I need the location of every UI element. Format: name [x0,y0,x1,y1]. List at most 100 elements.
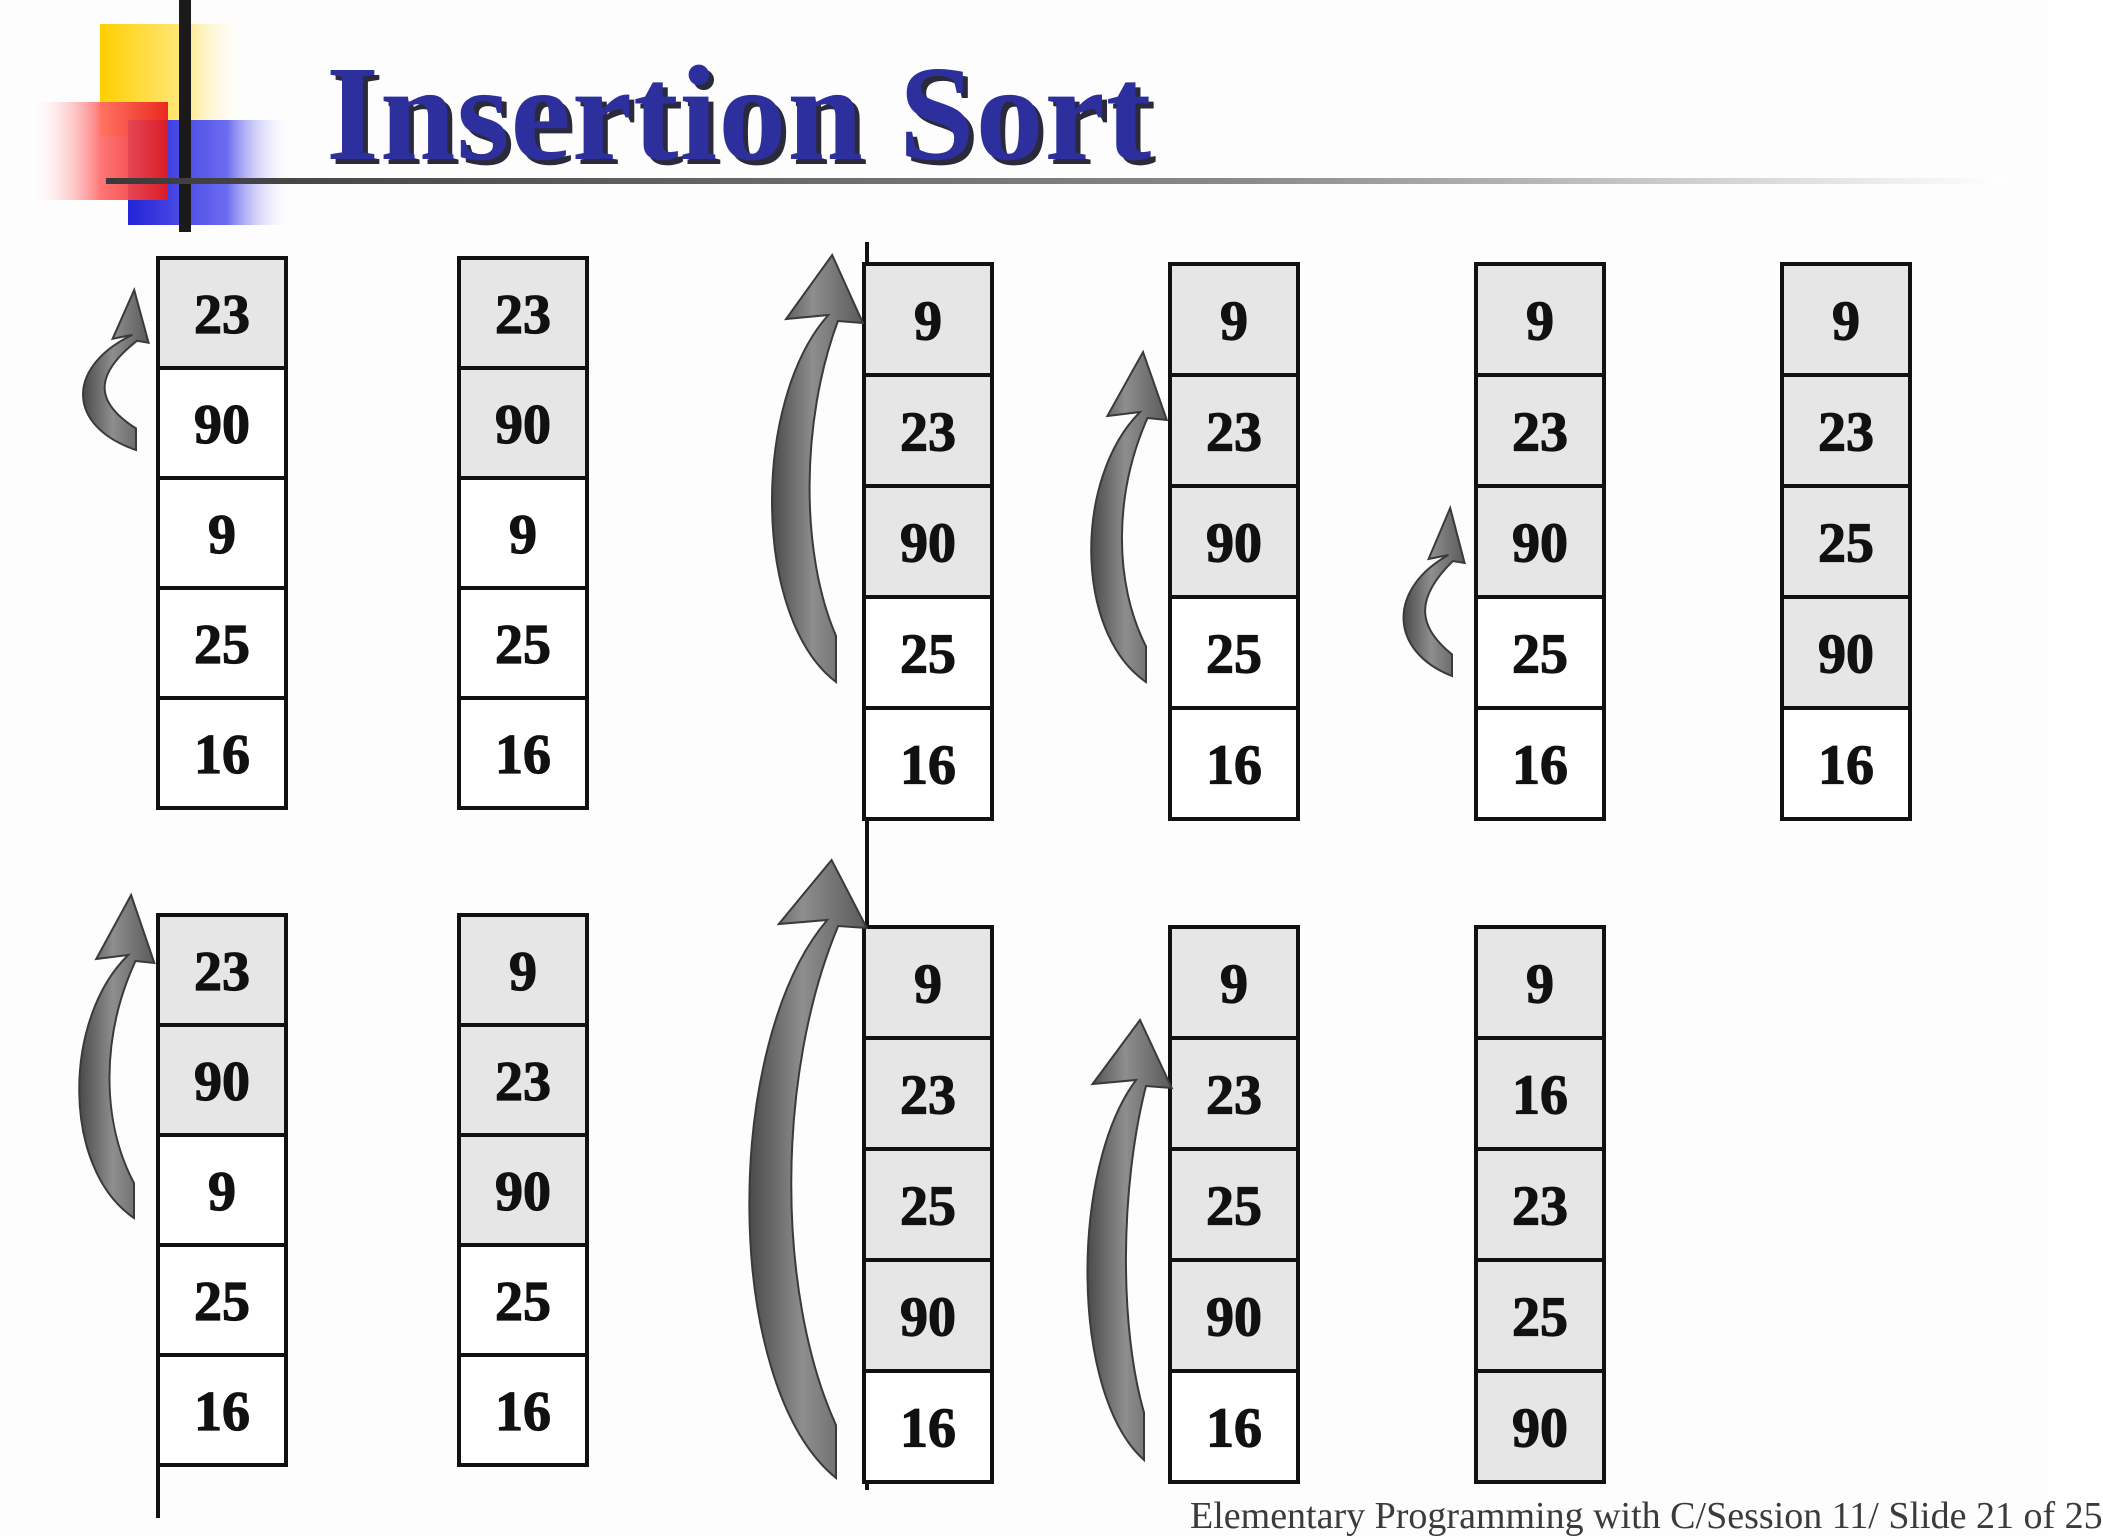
array-cell [457,366,589,480]
array-cell-value: 90 [495,394,551,456]
array-cell-value: 25 [1206,1176,1262,1238]
array-cell [1474,1036,1606,1151]
array-cell-value: 23 [194,284,250,346]
array-cell-value: 9 [1220,954,1248,1016]
array-cell-value: 16 [1512,1065,1568,1127]
curved-up-arrow-icon [748,858,869,1481]
array-cell-value: 9 [1526,954,1554,1016]
array-cell-value: 23 [1512,1176,1568,1238]
array-cell [1780,484,1912,599]
sort-column-r1c2: 23 90 9 25 16 [457,256,589,810]
array-cell [1780,706,1912,821]
array-cell-value: 9 [509,504,537,566]
array-cell [1168,1258,1300,1373]
array-cell-value: 16 [1818,735,1874,797]
array-cell-value: 9 [1832,291,1860,353]
array-cell-value: 25 [194,1271,250,1333]
array-cell-value: 25 [1206,624,1262,686]
array-cell-value: 9 [914,954,942,1016]
array-cell [862,595,994,710]
array-cell [1474,1147,1606,1262]
array-cell [1168,595,1300,710]
curved-up-arrow-icon [1086,1018,1174,1463]
array-cell-value: 16 [900,735,956,797]
array-cell-value: 9 [208,504,236,566]
array-cell-value: 23 [1818,402,1874,464]
curved-up-arrow-icon [78,892,156,1220]
array-cell-value: 90 [900,1287,956,1349]
array-cell [1168,706,1300,821]
array-cell [1474,925,1606,1040]
array-cell [1780,373,1912,488]
array-cell-value: 25 [495,1271,551,1333]
array-cell-value: 25 [900,624,956,686]
slide-logo-decoration [34,0,2006,232]
array-cell [1168,925,1300,1040]
array-cell-value: 9 [509,941,537,1003]
curved-up-arrow-icon [1090,349,1169,684]
array-cell-value: 16 [194,1381,250,1443]
array-cell [1474,262,1606,377]
array-cell-value: 90 [1206,513,1262,575]
array-cell-value: 23 [495,284,551,346]
array-cell-value: 90 [194,394,250,456]
array-cell-value: 9 [914,291,942,353]
array-cell [1474,706,1606,821]
array-cell-value: 16 [495,1381,551,1443]
array-cell [862,484,994,599]
title-underline [106,178,2006,184]
array-cell [862,262,994,377]
array-cell-value: 9 [1220,291,1248,353]
move-arrows [78,253,1466,1481]
array-cell-value: 23 [900,1065,956,1127]
array-cell-value: 23 [495,1051,551,1113]
array-cell [862,1369,994,1484]
array-cell [1474,484,1606,599]
sort-column-r2c5: 9 16 23 25 90 [1474,925,1606,1484]
array-cell [457,586,589,700]
array-cell [1168,484,1300,599]
slide-footer: Elementary Programming with C/Session 11… [1190,1495,2103,1537]
array-cell-value: 16 [194,724,250,786]
array-cell-value: 25 [495,614,551,676]
array-cell-value: 90 [900,513,956,575]
array-cell-value: 23 [1206,402,1262,464]
sort-column-r1c4: 9 23 90 25 16 [1168,262,1300,821]
array-cell [457,1353,589,1467]
slide-title: Insertion Sort [326,39,1153,189]
array-cell-value: 90 [194,1051,250,1113]
array-cell-value: 16 [900,1398,956,1460]
array-cell-value: 23 [900,402,956,464]
array-cell-value: 16 [495,724,551,786]
array-cell [457,913,589,1027]
array-cell-value: 90 [1512,1398,1568,1460]
array-cell-value: 90 [495,1161,551,1223]
array-cell-value: 25 [1512,1287,1568,1349]
array-cell [457,696,589,810]
array-cell [1168,1036,1300,1151]
array-cell [457,1243,589,1357]
array-cell-value: 23 [1512,402,1568,464]
sort-column-r1c5: 9 23 90 25 16 [1474,262,1606,821]
array-cell [156,256,288,370]
array-cell-value: 9 [1526,291,1554,353]
array-cell [862,1036,994,1151]
array-cell [156,1133,288,1247]
sort-steps: 2390925162390925169239025169239025169239… [156,256,1912,1484]
array-cell-value: 16 [1512,735,1568,797]
array-cell-value: 90 [1512,513,1568,575]
array-cell-value: 25 [194,614,250,676]
array-cell [1168,262,1300,377]
array-cell [156,476,288,590]
sort-column-r1c1: 23 90 9 25 16 [156,256,288,810]
curved-up-arrow-icon [82,287,150,452]
sort-column-r2c2: 9 23 90 25 16 [457,913,589,1467]
array-cell-value: 25 [1512,624,1568,686]
array-cell [1168,373,1300,488]
array-cell [156,696,288,810]
array-cell-value: 16 [1206,735,1262,797]
